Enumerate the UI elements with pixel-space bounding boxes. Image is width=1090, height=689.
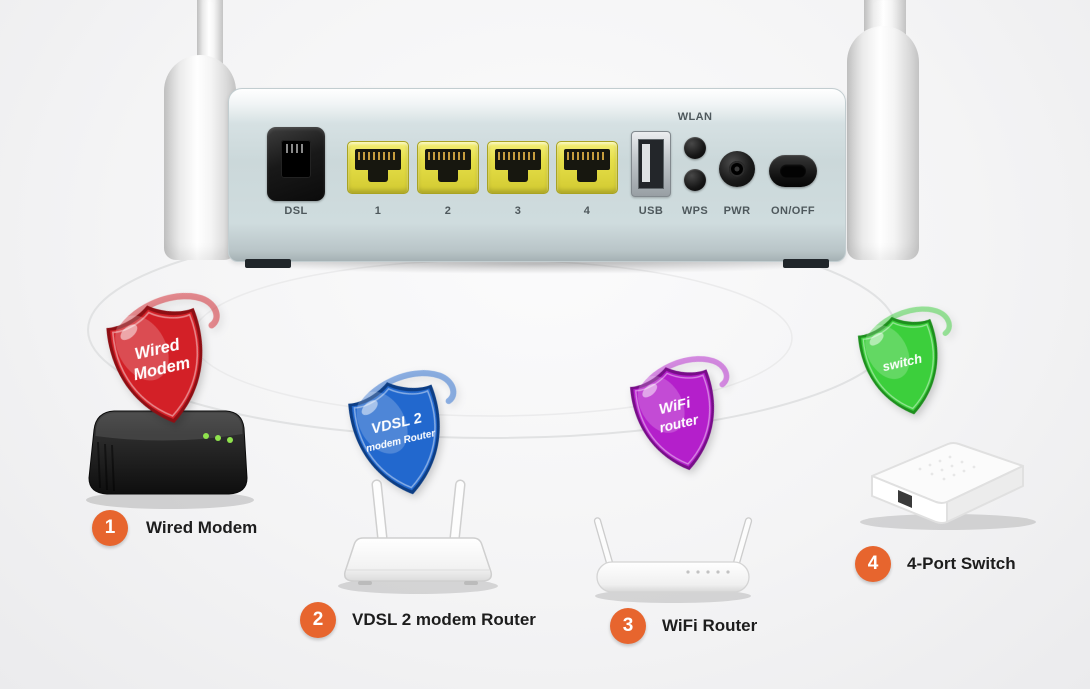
switch-box: [871, 442, 1024, 524]
dsl-label: DSL: [284, 205, 308, 217]
shield-inner-line: [353, 387, 436, 489]
lan-port-slot: [425, 149, 471, 170]
mode-1-badge: 1: [92, 510, 128, 546]
shield-face: [351, 386, 437, 491]
lan-port-label: 2: [444, 205, 452, 217]
power-switch: [769, 155, 817, 187]
power-jack-hole: [729, 161, 745, 177]
vdsl-body: [343, 537, 493, 582]
wired-modem-shield: Wired Modem: [106, 292, 220, 423]
lan-port-label: 1: [374, 205, 382, 217]
mode-2-label: VDSL 2 modem Router: [352, 610, 536, 629]
lan-port-label: 4: [583, 205, 591, 217]
wired-modem-device: [86, 410, 254, 509]
router-foot: [783, 259, 829, 268]
shield-face: [861, 320, 935, 411]
wifi-router-shield: WiFi router: [630, 356, 730, 471]
lan-port-pins: [567, 152, 607, 160]
shield-shine: [120, 324, 138, 341]
vdsl-router-device: [338, 479, 498, 594]
lan-port-pins: [428, 152, 468, 160]
shield-face: [633, 370, 712, 467]
mode-1-label: Wired Modem: [146, 518, 258, 537]
mode-2-badge: 2: [300, 602, 336, 638]
mode-number: 3: [622, 615, 634, 636]
switch-shield: switch: [857, 306, 952, 415]
shield-inner-line: [862, 321, 934, 410]
mode-4-badge: 4: [855, 546, 891, 582]
switch-vents: [918, 455, 976, 481]
lan-port-pins: [358, 152, 398, 160]
usb-port-slot: [638, 139, 664, 189]
lan-port-slot: [564, 149, 610, 170]
dsl-port-tab: [289, 163, 303, 172]
lan-port-tab: [438, 170, 458, 182]
device-shadow: [86, 491, 254, 509]
lan-port-slot: [355, 149, 401, 170]
shield-swoosh: [355, 370, 457, 416]
right-antenna: [847, 26, 919, 260]
shield-swoosh: [863, 306, 952, 346]
router-back-panel: DSL 1 2 3 4 USB WLAN WPS: [228, 88, 846, 268]
onoff-label: ON/OFF: [771, 205, 815, 217]
shield-shine: [361, 400, 378, 416]
shield-swoosh: [113, 292, 220, 341]
lan-port-pins: [498, 152, 538, 160]
shield-face: [110, 309, 200, 419]
usb-label: USB: [638, 205, 664, 217]
dsl-port: [267, 127, 325, 201]
mode-number: 2: [312, 609, 324, 630]
mode-3-label: WiFi Router: [662, 616, 758, 635]
mode-3-badge: 3: [610, 608, 646, 644]
lan-port-tab: [508, 170, 528, 182]
vdsl-foot: [358, 581, 372, 585]
pwr-label: PWR: [723, 205, 751, 217]
power-jack-pin: [734, 166, 740, 172]
lan-port-3: [487, 141, 549, 194]
dsl-port-pins: [286, 144, 306, 153]
usb-port: [631, 131, 671, 197]
wlan-label: WLAN: [677, 111, 713, 123]
wifi-buttons: [686, 570, 730, 574]
vdsl-foot: [464, 581, 478, 585]
dsl-port-slot: [281, 140, 311, 178]
left-antenna: [164, 55, 236, 260]
switch-port: [898, 490, 912, 508]
switch-device: [860, 442, 1036, 530]
shield-text-line: WiFi: [657, 394, 693, 418]
power-switch-inner: [780, 164, 806, 178]
wifi-body: [596, 561, 750, 593]
lan-port-slot: [495, 149, 541, 170]
power-jack: [719, 151, 755, 187]
shield-inner-line: [634, 372, 711, 465]
modem-ridges: [97, 441, 115, 492]
lan-port-2: [417, 141, 479, 194]
wps-button: [684, 169, 706, 191]
lan-port-1: [347, 141, 409, 194]
device-shadow: [338, 578, 498, 594]
wifi-antennas: [593, 517, 753, 569]
lan-port-label: 3: [514, 205, 522, 217]
mode-number: 4: [867, 553, 879, 574]
modem-leds: [203, 433, 233, 443]
shield-shine: [642, 383, 658, 398]
mode-4-label: 4-Port Switch: [907, 554, 1016, 573]
wps-label: WPS: [681, 205, 709, 217]
lan-port-tab: [368, 170, 388, 182]
wlan-button: [684, 137, 706, 159]
vdsl-router-shield: VDSL 2 modem Router: [348, 370, 457, 495]
lan-port-4: [556, 141, 618, 194]
shield-inner-line: [112, 311, 199, 417]
shield-swoosh: [636, 356, 730, 398]
lan-port-tab: [577, 170, 597, 182]
shield-shine: [869, 332, 884, 346]
mode-number: 1: [104, 517, 116, 538]
usb-port-tongue: [642, 144, 650, 182]
router-foot: [245, 259, 291, 268]
wifi-router-device: [593, 517, 753, 603]
